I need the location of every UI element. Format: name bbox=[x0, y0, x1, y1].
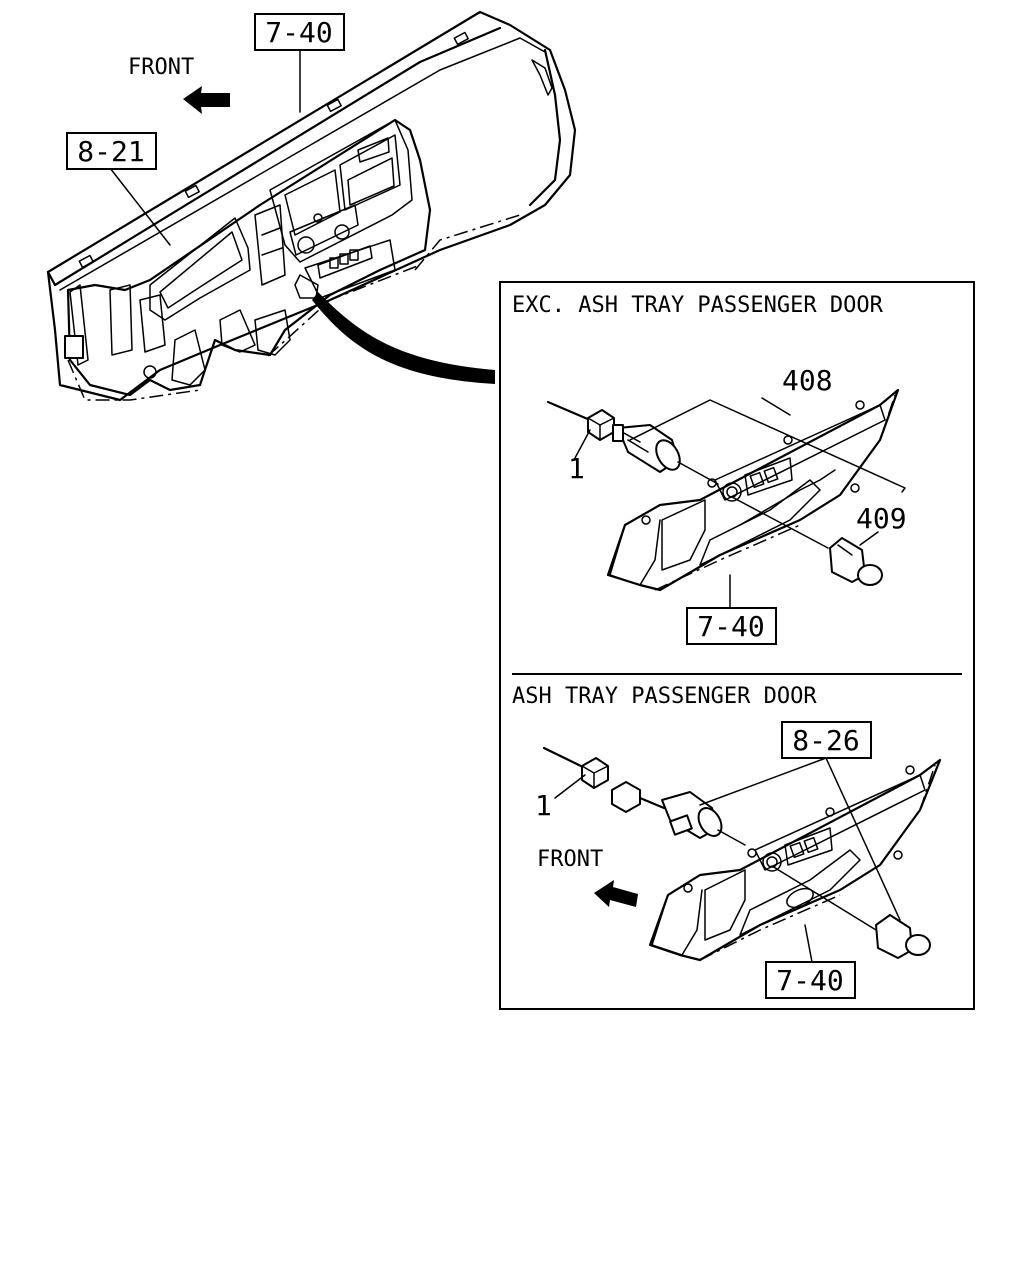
dashboard-assembly bbox=[46, 10, 577, 402]
leader-line-dash-ref bbox=[109, 167, 171, 246]
side-bracket-icon bbox=[64, 335, 84, 359]
ref-box-inset2-socket bbox=[781, 721, 872, 759]
ref-top-label: 7-40 bbox=[265, 16, 332, 49]
ref-box-inset1 bbox=[686, 607, 777, 645]
part-1a-label: 1 bbox=[568, 452, 585, 485]
ref-inset2-label: 7-40 bbox=[776, 964, 843, 997]
part-409-label: 409 bbox=[856, 502, 907, 535]
section2-title: ASH TRAY PASSENGER DOOR bbox=[512, 684, 817, 709]
front-arrow-icon bbox=[183, 86, 230, 114]
ref-box-dash bbox=[66, 132, 157, 170]
plug-409-icon bbox=[829, 537, 883, 586]
inset-front-arrow-icon bbox=[594, 880, 638, 907]
ref-inset1-label: 7-40 bbox=[697, 610, 764, 643]
section2-connector bbox=[542, 746, 666, 813]
ref-box-inset2 bbox=[765, 961, 856, 999]
ref-box-top bbox=[254, 13, 345, 51]
ref-dash-label: 8-21 bbox=[77, 135, 144, 168]
ref-inset2-socket-label: 8-26 bbox=[792, 724, 859, 757]
plug-8-26-icon bbox=[875, 914, 931, 959]
socket-408-icon bbox=[612, 424, 681, 473]
inset-front-label: FRONT bbox=[537, 847, 603, 872]
section2-panel bbox=[648, 758, 942, 962]
section1-panel bbox=[606, 388, 900, 592]
part-1b-label: 1 bbox=[535, 789, 552, 822]
inset-frame bbox=[499, 281, 975, 1010]
section1-connector bbox=[546, 400, 615, 441]
part-408-label: 408 bbox=[782, 364, 833, 397]
section1-title: EXC. ASH TRAY PASSENGER DOOR bbox=[512, 293, 884, 318]
detail-callout-curve bbox=[312, 292, 495, 384]
main-front-label: FRONT bbox=[128, 55, 194, 80]
